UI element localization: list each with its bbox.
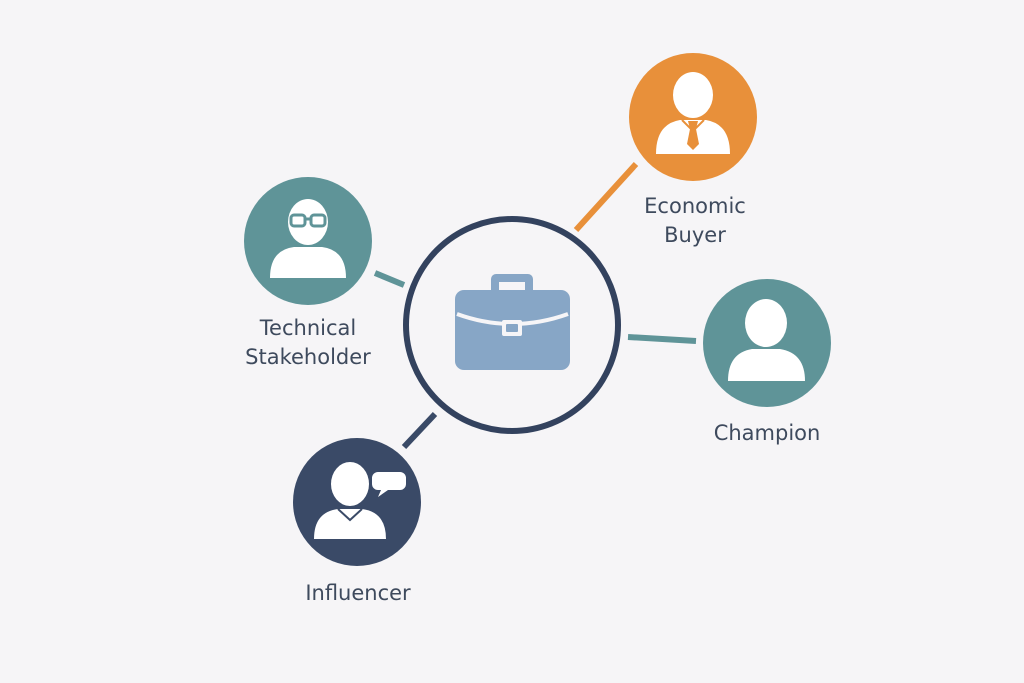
person-with-speech-bubble-icon xyxy=(314,462,406,539)
node-technical-stakeholder xyxy=(244,177,372,305)
champion-label: Champion xyxy=(714,419,821,448)
influencer-label: Influencer xyxy=(305,579,410,608)
person-with-glasses-icon xyxy=(270,199,346,278)
connector-technical-stakeholder xyxy=(373,270,406,288)
technical-stakeholder-label-line1: Technical xyxy=(259,316,357,340)
connector-champion xyxy=(627,334,697,344)
node-champion xyxy=(703,279,831,407)
influencer-label-line1: Influencer xyxy=(305,581,411,605)
person-icon xyxy=(728,299,805,381)
briefcase-icon xyxy=(455,274,570,370)
economic-buyer-label: Economic Buyer xyxy=(644,192,746,250)
economic-buyer-label-line1: Economic xyxy=(644,194,746,218)
technical-stakeholder-label: Technical Stakeholder xyxy=(245,314,371,372)
node-economic-buyer xyxy=(629,53,757,181)
node-influencer xyxy=(293,438,421,566)
technical-stakeholder-label-line2: Stakeholder xyxy=(245,345,371,369)
connector-influencer xyxy=(401,411,438,450)
connector-economic-buyer xyxy=(573,161,639,233)
person-with-tie-icon xyxy=(656,72,730,154)
champion-label-line1: Champion xyxy=(713,421,821,445)
hub-node xyxy=(403,216,621,434)
economic-buyer-label-line2: Buyer xyxy=(664,223,726,247)
